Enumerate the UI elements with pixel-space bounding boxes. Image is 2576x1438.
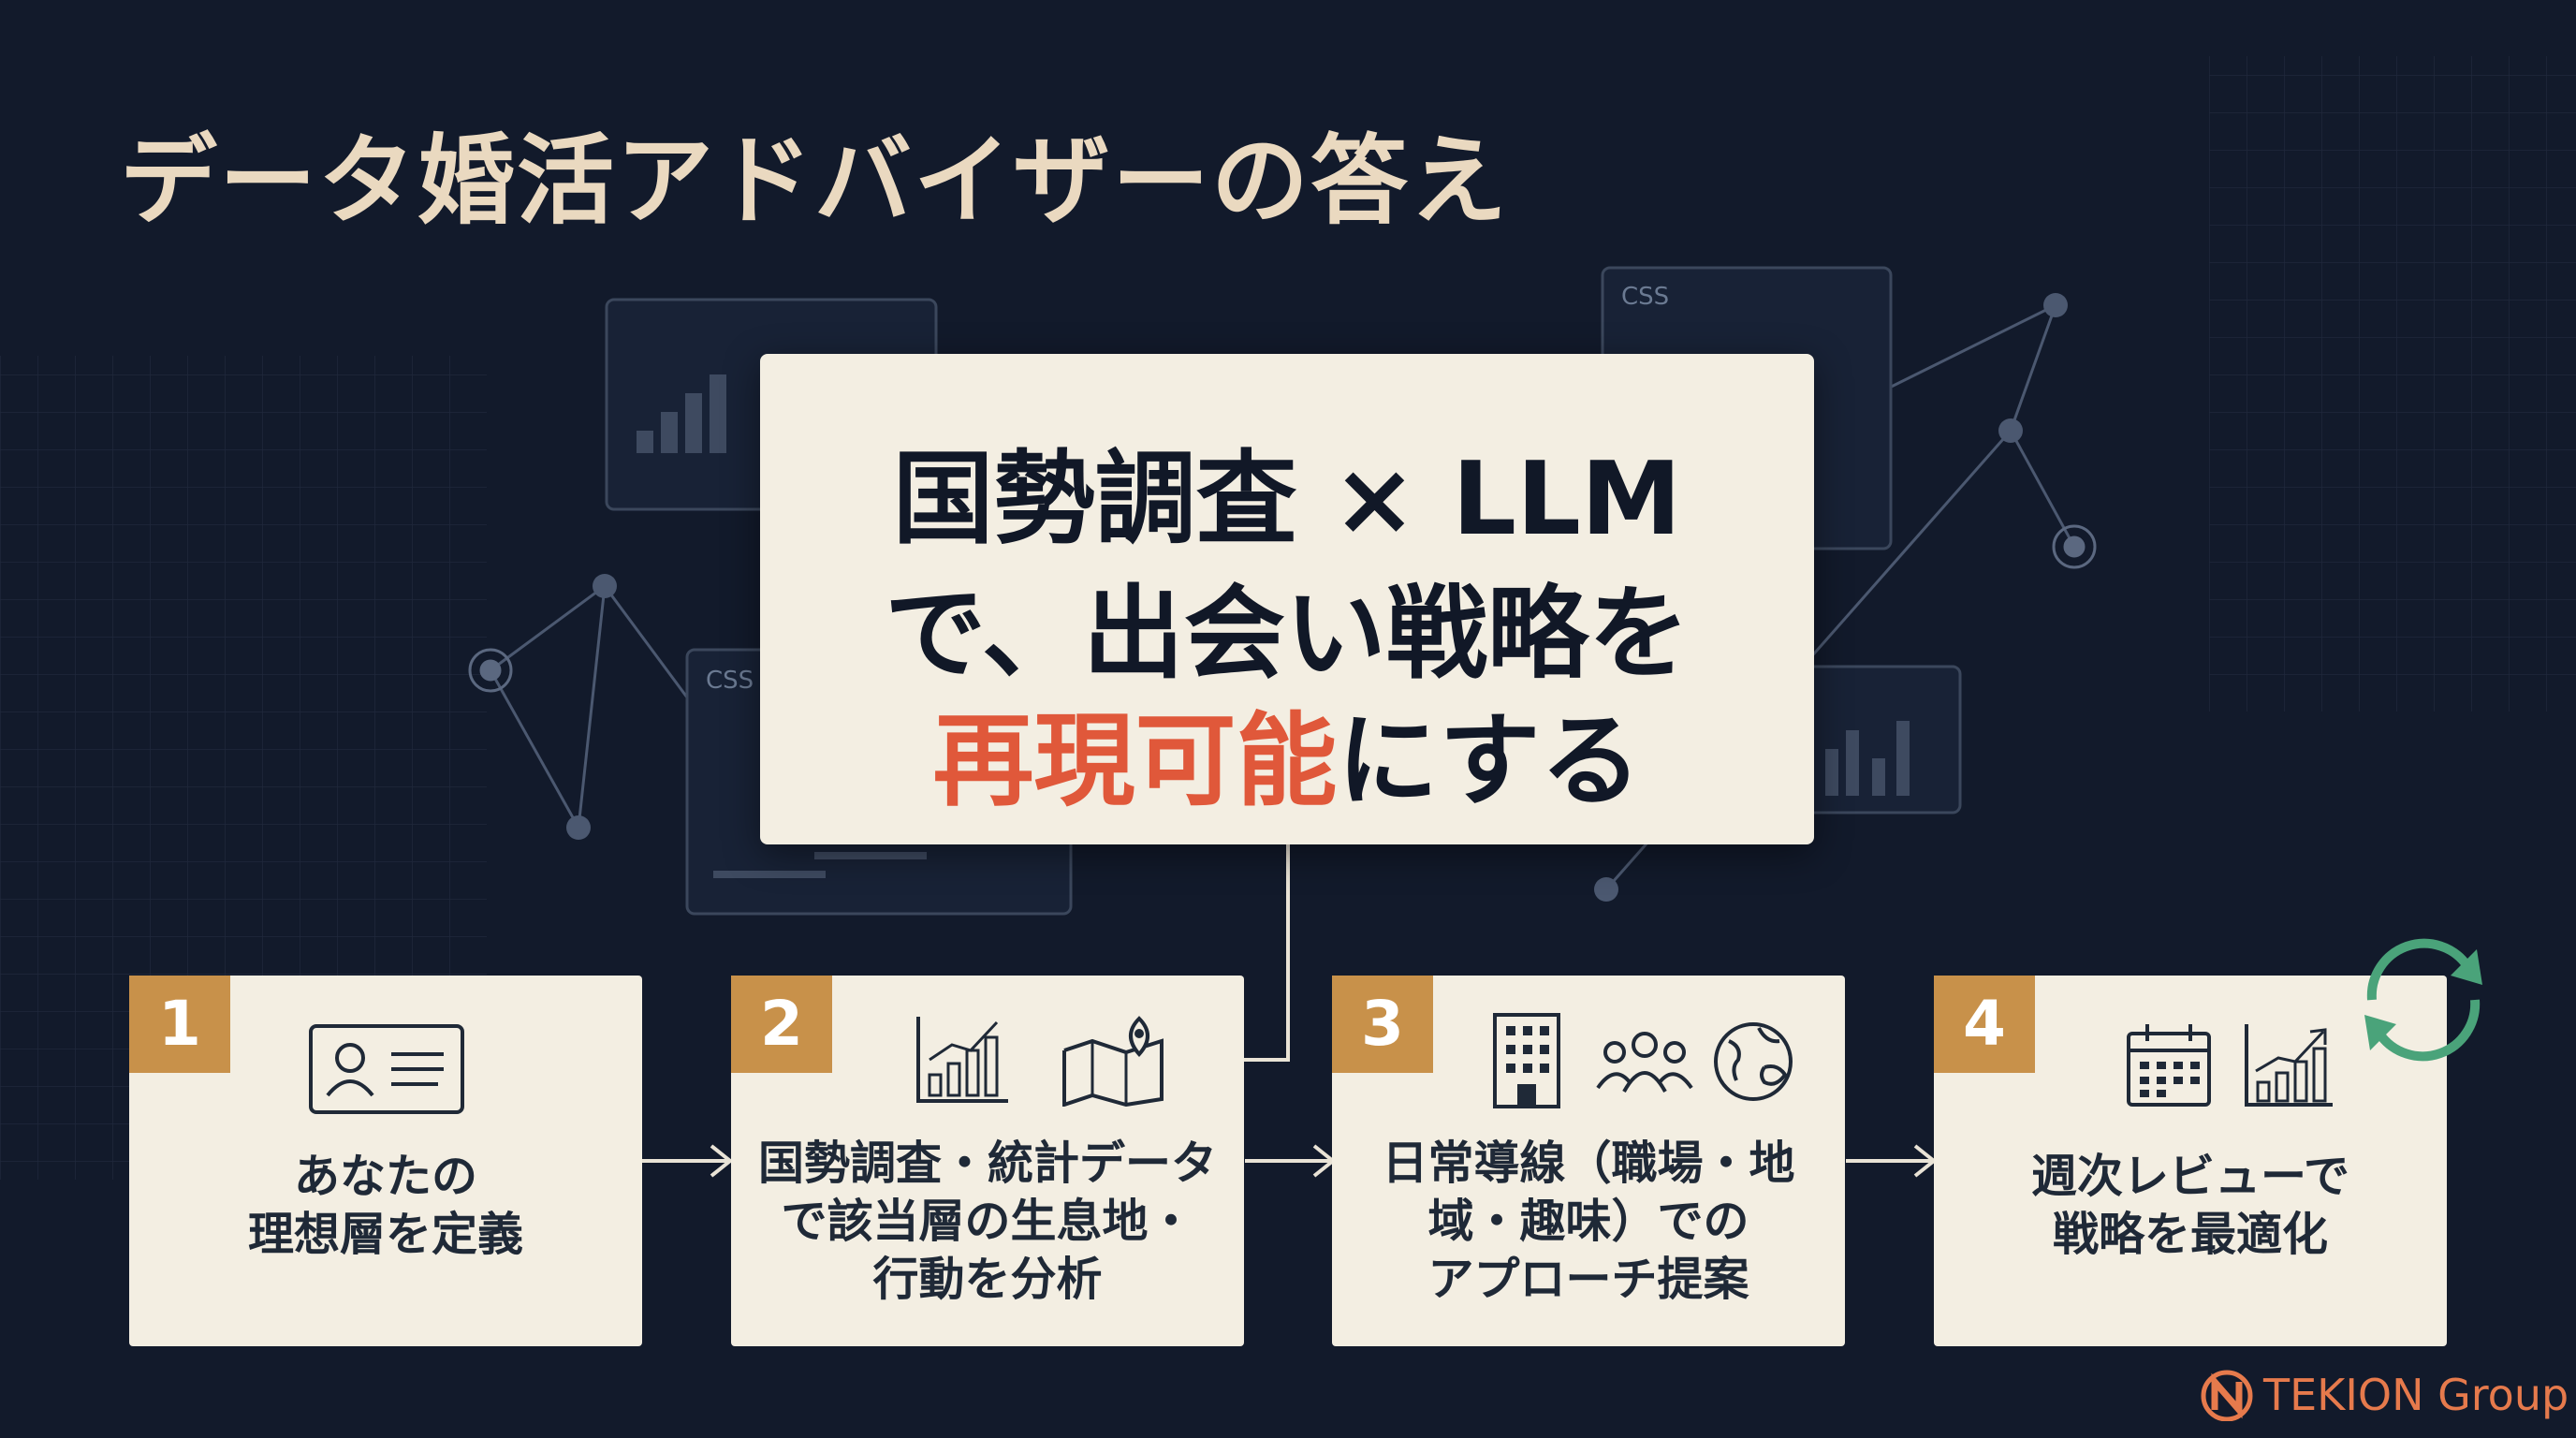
step-card-1: 1 あなたの 理想層を定義 (129, 976, 642, 1346)
flow-arrow (642, 1144, 734, 1178)
step-text-line: あなたの (293, 1150, 477, 1203)
step-number: 4 (1934, 976, 2035, 1073)
step-text-line: 理想層を定義 (247, 1208, 523, 1261)
flow-arrow (1846, 1144, 1938, 1178)
tekion-logo-icon (2201, 1370, 2253, 1421)
hero-card: 国勢調査 × LLM で、出会い戦略を 再現可能にする (760, 354, 1814, 844)
building-icon (1493, 1013, 1560, 1108)
step-text-line: 域・趣味）での (1427, 1195, 1749, 1248)
step-text-line: 行動を分析 (872, 1253, 1103, 1306)
step-text-line: で該当層の生息地・ (781, 1195, 1194, 1248)
map-pin-icon (1062, 1016, 1164, 1107)
page-title: データ婚活アドバイザーの答え (120, 123, 1510, 238)
step-card-3: 3 日常導線（職場・地 域・趣味）での アプローチ提案 (1332, 976, 1845, 1346)
people-icon (1596, 1032, 1693, 1093)
refresh-cycle-icon (2364, 938, 2482, 1062)
hero-line-3: 再現可能にする (760, 680, 1814, 826)
hero-line-2: で、出会い戦略を (885, 576, 1690, 693)
panel-css-label: CSS (706, 667, 754, 695)
step-text-line: 日常導線（職場・地 (1382, 1137, 1795, 1190)
logo-text: TEKION Group (2263, 1370, 2569, 1420)
id-card-icon (309, 1024, 464, 1114)
step-text-line: 国勢調査・統計データ (757, 1137, 1217, 1190)
step-text-line: 週次レビューで (2030, 1150, 2350, 1203)
hero-connector (1236, 843, 1290, 1062)
step-card-4: 4 週次レビューで 戦略を最適化 (1934, 976, 2447, 1346)
flow-arrow (1245, 1144, 1337, 1178)
step-text-line: アプローチ提案 (1427, 1253, 1749, 1306)
hero-highlight: 再現可能 (932, 703, 1338, 820)
globe-icon (1714, 1022, 1793, 1101)
growth-chart-icon (2245, 1024, 2333, 1107)
panel-css-label: CSS (1621, 283, 1670, 311)
step-number: 3 (1332, 976, 1433, 1073)
bar-chart-icon (916, 1017, 1008, 1103)
step-card-2: 2 国勢調査・統計データ で該当層の生息地・ 行動を分析 (731, 976, 1244, 1346)
calendar-icon (2127, 1024, 2211, 1107)
step-text-line: 戦略を最適化 (2052, 1208, 2328, 1261)
step-number: 1 (129, 976, 230, 1073)
hero-line-1: 国勢調査 × LLM (892, 441, 1682, 558)
step-number: 2 (731, 976, 832, 1073)
hero-line-3-rest: にする (1337, 703, 1642, 820)
